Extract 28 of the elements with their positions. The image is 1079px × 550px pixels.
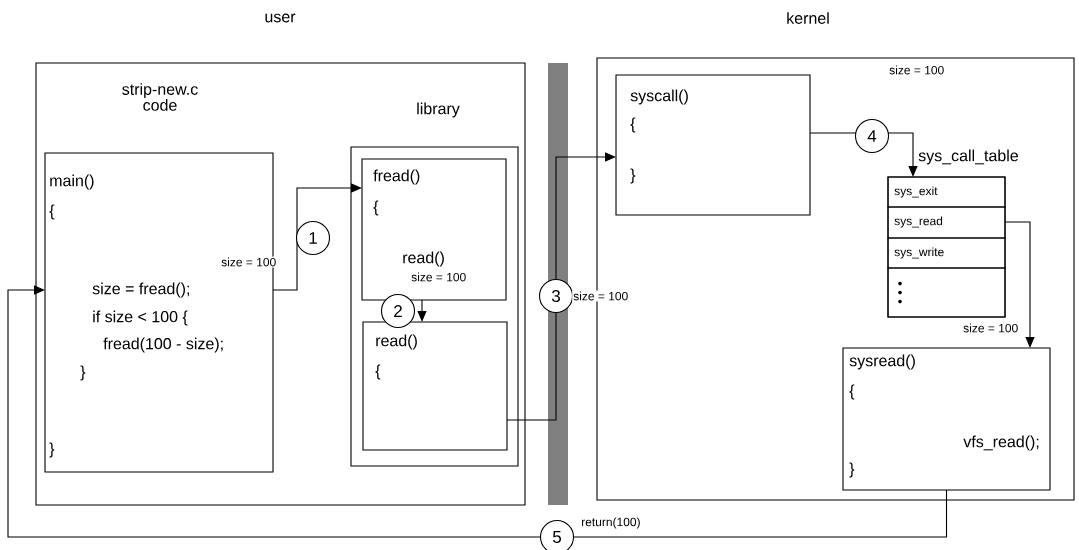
arrow (7, 285, 948, 538)
table-cell: sys_write (887, 237, 1006, 269)
step-number: 3 (538, 278, 574, 314)
arrow (417, 299, 427, 322)
step-number: 5 (539, 519, 575, 550)
node-label: library (417, 102, 460, 118)
node-label: user (265, 13, 296, 23)
step-number: 4 (854, 118, 890, 154)
table-cell: sys_exit (887, 176, 1006, 208)
value-label: size = 100 (572, 290, 630, 302)
node-label: sys_call_table (918, 149, 1018, 165)
arrow (1004, 221, 1035, 348)
value-label: size = 100 (962, 322, 1020, 334)
value-label: size = 100 (888, 64, 946, 76)
arrow (506, 152, 616, 421)
step-number: 2 (380, 293, 416, 329)
value-label: return(100) (580, 516, 642, 530)
table-cell: sys_read (887, 206, 1006, 239)
function-box: read() { (362, 321, 508, 451)
node-label: kernel (787, 12, 829, 24)
value-label: size = 100 (410, 271, 468, 283)
step-number: 1 (295, 220, 331, 256)
value-label: size = 100 (220, 256, 278, 268)
table-cell (887, 267, 1006, 318)
arrow (272, 183, 362, 291)
function-box: syscall() { } (615, 74, 811, 216)
node-label: strip-new.c code (122, 83, 198, 111)
function-box: sysread() { vfs_read(); } (842, 347, 1051, 491)
